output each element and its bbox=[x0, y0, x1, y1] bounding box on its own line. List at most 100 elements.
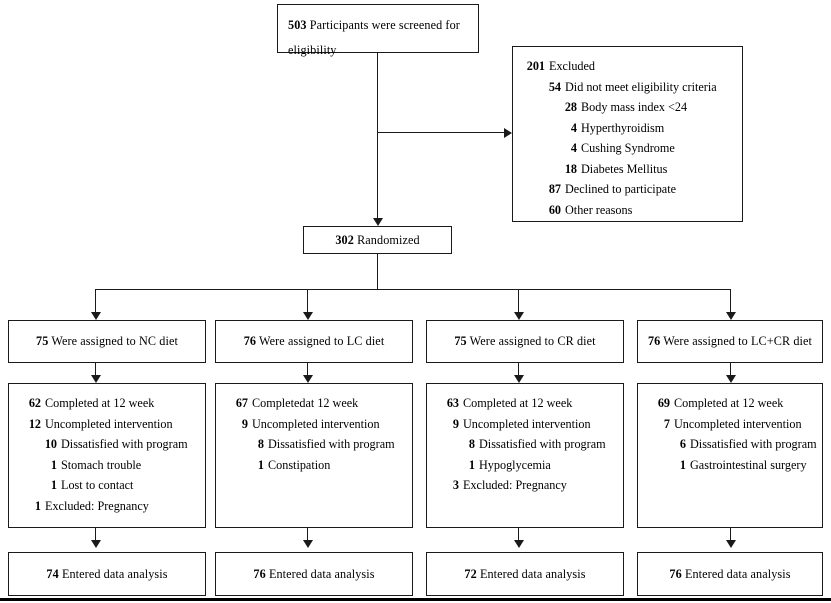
followup-label: Excluded: Pregnancy bbox=[45, 498, 149, 513]
screening-label: Participants were screened for bbox=[309, 18, 460, 32]
allocation-count: 76 bbox=[243, 334, 257, 349]
allocation-text: 75 Were assigned to CR diet bbox=[454, 331, 595, 352]
connector-allocation-bar bbox=[95, 289, 731, 291]
arrow-arm-3 bbox=[514, 312, 524, 320]
followup-label: Lost to contact bbox=[61, 478, 134, 492]
followup-row: 1 Gastrointestinal surgery bbox=[648, 455, 812, 476]
followup-row: 3 Excluded: Pregnancy bbox=[437, 475, 613, 496]
allocation-box-arm-2: 76 Were assigned to LC diet bbox=[215, 320, 413, 363]
followup-label: Dissatisfied with program bbox=[690, 437, 817, 451]
followup-count: 62 bbox=[28, 396, 41, 410]
followup-count: 69 bbox=[657, 396, 670, 410]
connector-arm-1 bbox=[95, 289, 97, 314]
connector-followup-to-analysis-arm-1 bbox=[95, 528, 97, 542]
followup-label: Constipation bbox=[268, 457, 331, 472]
followup-row: 8 Dissatisfied with program bbox=[226, 434, 402, 455]
excluded-reason-count: 28 bbox=[564, 100, 577, 114]
followup-count: 1 bbox=[468, 457, 475, 472]
excluded-reason-label: Other reasons bbox=[565, 202, 633, 217]
arrow-followup-arm-3 bbox=[514, 375, 524, 383]
excluded-reason-row: 4 Hyperthyroidism bbox=[523, 118, 732, 139]
followup-row: 1 Excluded: Pregnancy bbox=[19, 496, 195, 517]
excluded-reason-count: 18 bbox=[564, 161, 577, 176]
excluded-reason-label: Declined to participate bbox=[565, 182, 676, 196]
followup-row: 10 Dissatisfied with program bbox=[19, 434, 195, 455]
randomized-box: 302 Randomized bbox=[303, 226, 452, 254]
allocation-label: Were assigned to LC+CR diet bbox=[663, 334, 813, 349]
followup-row: 12 Uncompleted intervention bbox=[19, 414, 195, 435]
followup-label: Uncompleted intervention bbox=[45, 416, 173, 431]
followup-count: 9 bbox=[452, 416, 459, 431]
followup-count: 7 bbox=[663, 416, 670, 431]
followup-label: Uncompleted intervention bbox=[674, 416, 802, 431]
connector-randomized-stem bbox=[377, 254, 379, 290]
followup-box-arm-1: 62 Completed at 12 week 12 Uncompleted i… bbox=[8, 383, 206, 528]
analysis-label: Entered data analysis bbox=[479, 566, 586, 581]
followup-row: 63 Completed at 12 week bbox=[437, 393, 613, 414]
arrow-arm-1 bbox=[91, 312, 101, 320]
analysis-count: 74 bbox=[46, 566, 59, 581]
connector-alloc-to-followup-arm-4 bbox=[730, 363, 732, 377]
analysis-label: Entered data analysis bbox=[684, 566, 791, 581]
excluded-reason-row: 87 Declined to participate bbox=[523, 179, 732, 200]
followup-label: Hypoglycemia bbox=[479, 457, 551, 472]
analysis-text: 76 Entered data analysis bbox=[669, 564, 790, 585]
followup-count: 67 bbox=[235, 396, 248, 410]
connector-followup-to-analysis-arm-4 bbox=[730, 528, 732, 542]
followup-label: Uncompleted intervention bbox=[252, 416, 380, 431]
analysis-count: 76 bbox=[253, 566, 266, 581]
followup-label: Excluded: Pregnancy bbox=[463, 478, 567, 492]
followup-count: 1 bbox=[34, 498, 41, 513]
followup-count: 1 bbox=[50, 478, 57, 492]
screening-count: 503 bbox=[288, 18, 307, 32]
analysis-box-arm-3: 72 Entered data analysis bbox=[426, 552, 624, 596]
arrow-followup-arm-1 bbox=[91, 375, 101, 383]
followup-count: 63 bbox=[446, 396, 459, 410]
arrow-arm-2 bbox=[303, 312, 313, 320]
connector-followup-to-analysis-arm-3 bbox=[518, 528, 520, 542]
randomized-label: Randomized bbox=[357, 232, 420, 247]
excluded-reason-row: 28 Body mass index <24 bbox=[523, 97, 732, 118]
followup-count: 8 bbox=[257, 437, 264, 451]
followup-label: Completed at 12 week bbox=[463, 396, 573, 410]
arrow-excluded bbox=[504, 128, 512, 138]
allocation-label: Were assigned to CR diet bbox=[469, 334, 596, 349]
excluded-reason-label: Did not meet eligibility criteria bbox=[565, 79, 717, 94]
followup-label: Gastrointestinal surgery bbox=[690, 457, 807, 472]
analysis-label: Entered data analysis bbox=[268, 566, 375, 581]
followup-row: 69 Completed at 12 week bbox=[648, 393, 812, 414]
excluded-reason-row: 4 Cushing Syndrome bbox=[523, 138, 732, 159]
analysis-box-arm-4: 76 Entered data analysis bbox=[637, 552, 823, 596]
randomized-text: 302 Randomized bbox=[335, 230, 419, 251]
excluded-reason-count: 4 bbox=[570, 141, 577, 155]
arrow-analysis-arm-2 bbox=[303, 540, 313, 548]
connector-alloc-to-followup-arm-1 bbox=[95, 363, 97, 377]
followup-label: Dissatisfied with program bbox=[61, 437, 188, 451]
allocation-count: 75 bbox=[36, 334, 49, 349]
followup-label: Dissatisfied with program bbox=[268, 437, 395, 451]
followup-label: Completedat 12 week bbox=[252, 396, 359, 410]
excluded-reason-row: 54 Did not meet eligibility criteria bbox=[523, 77, 732, 98]
followup-count: 9 bbox=[241, 416, 248, 431]
excluded-reason-label: Cushing Syndrome bbox=[581, 141, 675, 155]
followup-count: 10 bbox=[44, 437, 57, 451]
allocation-count: 76 bbox=[647, 334, 661, 349]
arrow-analysis-arm-1 bbox=[91, 540, 101, 548]
followup-count: 1 bbox=[679, 457, 686, 472]
allocation-box-arm-4: 76 Were assigned to LC+CR diet bbox=[637, 320, 823, 363]
allocation-text: 75 Were assigned to NC diet bbox=[36, 331, 178, 352]
excluded-header-row: 201 Excluded bbox=[523, 56, 732, 77]
excluded-reason-label: Diabetes Mellitus bbox=[581, 161, 668, 176]
screening-text: 503 Participants were screened for eligi… bbox=[288, 13, 468, 63]
analysis-text: 74 Entered data analysis bbox=[46, 564, 167, 585]
excluded-reason-row: 60 Other reasons bbox=[523, 200, 732, 221]
followup-box-arm-3: 63 Completed at 12 week 9 Uncompleted in… bbox=[426, 383, 624, 528]
connector-arm-4 bbox=[730, 289, 732, 314]
connector-arm-3 bbox=[518, 289, 520, 314]
followup-count: 8 bbox=[468, 437, 475, 451]
excluded-box: 201 Excluded 54 Did not meet eligibility… bbox=[512, 46, 743, 222]
allocation-text: 76 Were assigned to LC diet bbox=[244, 331, 385, 352]
followup-row: 1 Hypoglycemia bbox=[437, 455, 613, 476]
arrow-analysis-arm-4 bbox=[726, 540, 736, 548]
